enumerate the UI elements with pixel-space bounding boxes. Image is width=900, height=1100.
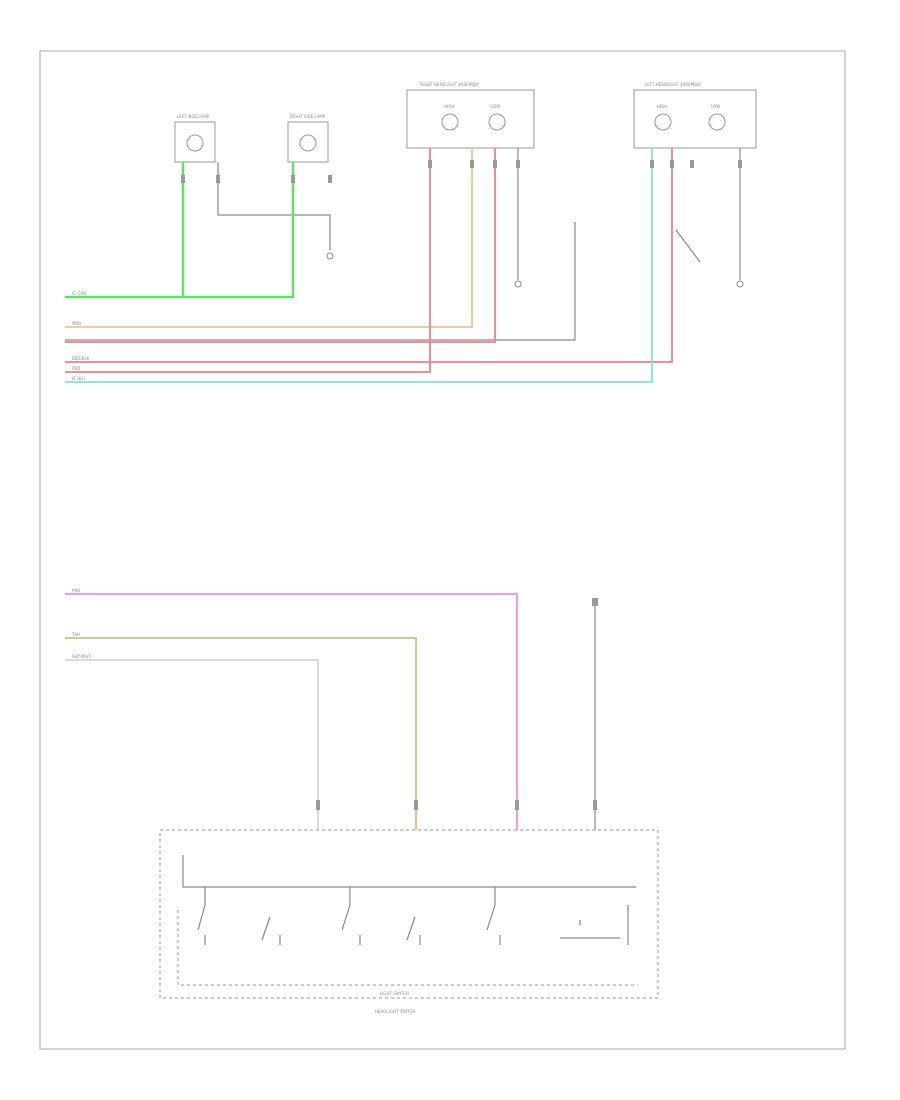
right-side-lamp: RIGHT SIDE LAMP — [287, 114, 329, 163]
headlight-switch-label: HEADLIGHT SWITCH — [375, 1009, 415, 1014]
green-wire-label: LT GRN — [72, 291, 86, 296]
diagram-frame — [39, 50, 846, 1050]
left-side-lamp-label: LEFT SIDE LAMP — [177, 114, 210, 119]
right-headlight-assembly: RIGHT HEADLIGHT ASSEMBLY HIGH LOW — [406, 82, 535, 149]
switch-internal-bus — [182, 855, 636, 888]
red-black-wire-label: RED/BLK — [72, 356, 90, 361]
right-headlight-high-label: HIGH — [444, 104, 454, 109]
tan-wire-label: TAN — [71, 632, 80, 637]
green-wire — [65, 162, 295, 299]
ground-symbol-2 — [514, 280, 522, 288]
pink-wire-label: PNK — [72, 588, 80, 593]
left-side-lamp: LEFT SIDE LAMP — [174, 114, 216, 163]
headlight-splice-wire — [65, 222, 576, 341]
gray-wire-label: GRY/WHT — [72, 654, 91, 659]
left-headlight-jumper-wire — [675, 229, 701, 263]
left-headlight-assembly: LEFT HEADLIGHT ASSEMBLY HIGH LOW — [633, 82, 757, 149]
lower-connectors — [316, 800, 597, 810]
light-blue-wire-label: LT BLU — [72, 376, 85, 381]
left-headlight-high-label: HIGH — [657, 104, 667, 109]
side-lamp-ground-wire — [217, 162, 331, 250]
right-headlight-label: RIGHT HEADLIGHT ASSEMBLY — [420, 82, 480, 87]
headlight-switch-box — [159, 829, 659, 999]
red-wire-label: RED — [72, 366, 80, 371]
switch-contacts — [197, 887, 629, 945]
light-switch-label: LIGHT SWITCH — [380, 991, 409, 996]
left-headlight-low-label: LOW — [711, 104, 720, 109]
orange-wire — [65, 148, 473, 328]
red-wire — [65, 148, 431, 373]
gray-wire — [65, 659, 319, 830]
ground-symbol-1 — [326, 252, 334, 260]
red-wire-headlight-branch — [65, 148, 496, 343]
right-side-lamp-label: RIGHT SIDE LAMP — [290, 114, 326, 119]
right-headlight-low-label: LOW — [491, 104, 500, 109]
pink-wire — [65, 593, 518, 830]
ground-symbol-3 — [736, 280, 744, 288]
upper-connectors — [181, 160, 742, 183]
left-headlight-label: LEFT HEADLIGHT ASSEMBLY — [645, 82, 702, 87]
orange-wire-label: ORN — [72, 321, 81, 326]
light-blue-wire — [65, 148, 653, 383]
light-switch-box — [177, 910, 638, 986]
red-black-wire — [65, 148, 673, 363]
tan-wire — [65, 637, 417, 830]
feed-terminal — [592, 598, 598, 606]
